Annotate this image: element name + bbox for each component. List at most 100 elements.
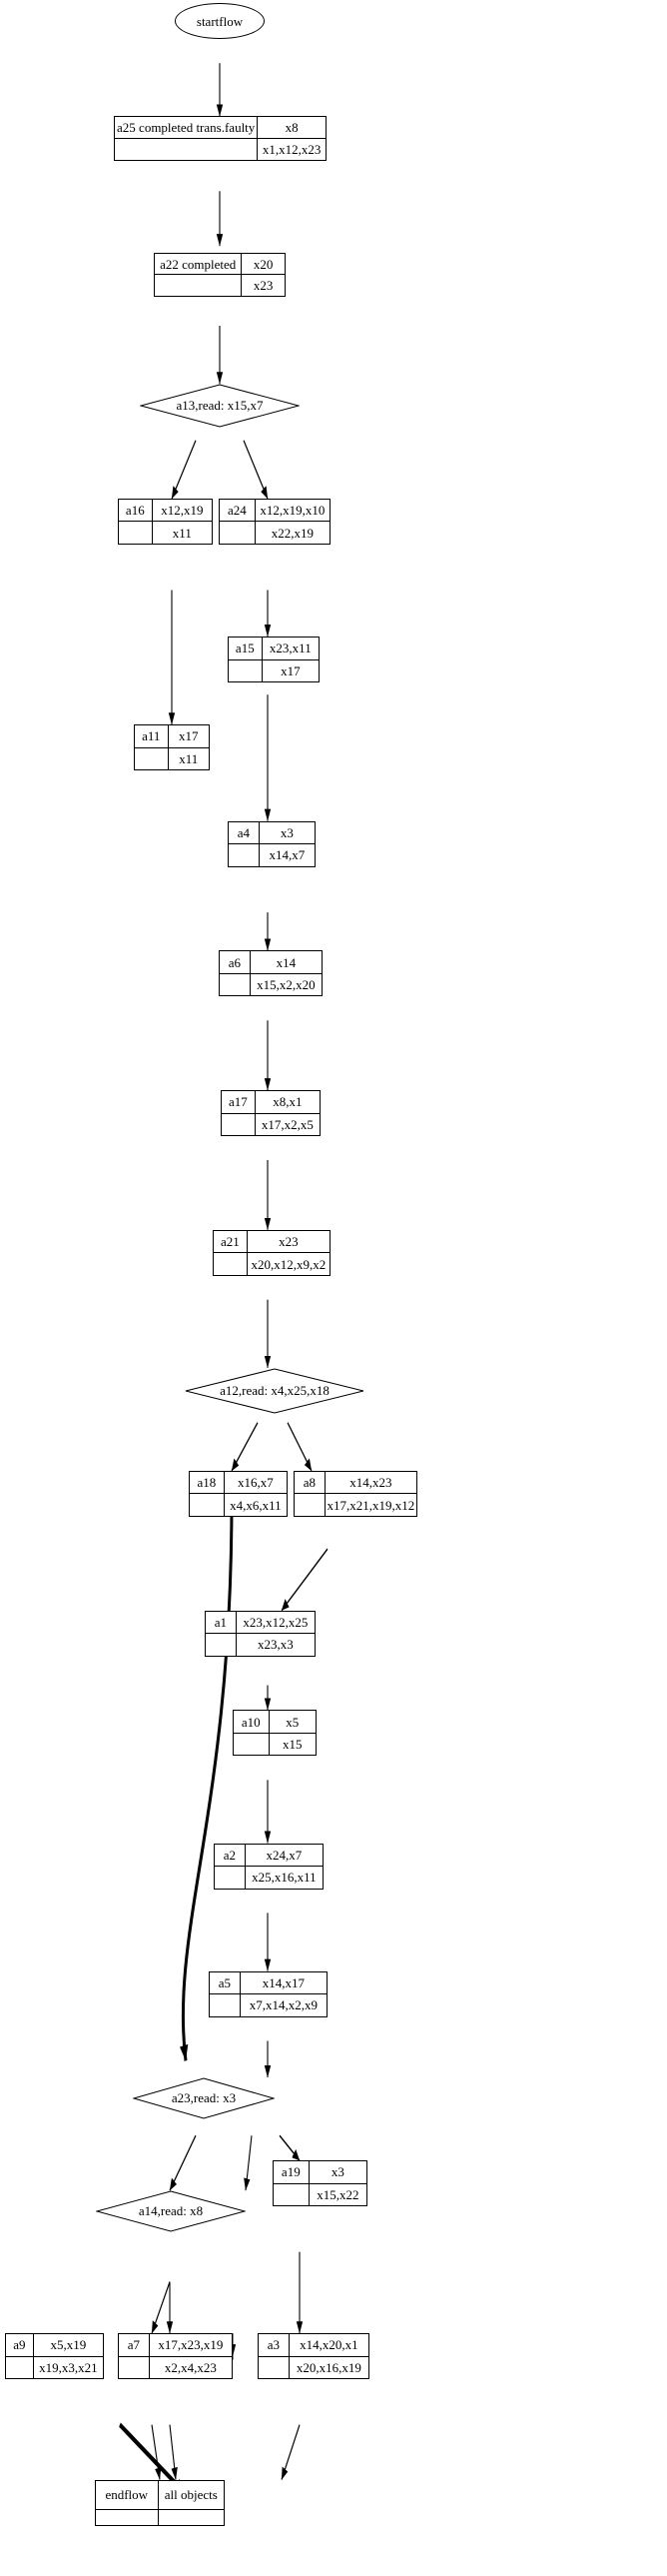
node-a8[interactable]: a8 x14,x23 x17,x21,x19,x12 bbox=[294, 1470, 417, 1517]
a16-inputs: x12,x19 bbox=[161, 503, 204, 519]
a6-outputs: x15,x2,x20 bbox=[257, 977, 316, 993]
a2-name: a2 bbox=[215, 1844, 246, 1867]
a7-blank bbox=[119, 2356, 150, 2379]
a17-inputs: x8,x1 bbox=[273, 1094, 303, 1110]
a9-blank bbox=[6, 2356, 34, 2379]
node-a1[interactable]: a1 x23,x12,x25 x23,x3 bbox=[205, 1610, 316, 1657]
a15-name: a15 bbox=[229, 638, 263, 659]
a13-label: a13,read: x15,x7 bbox=[176, 398, 264, 414]
a12-label: a12,read: x4,x25,x18 bbox=[220, 1382, 330, 1398]
node-a25[interactable]: a25 completed trans.faulty x8 x1,x12,x23 bbox=[114, 116, 327, 162]
a21-blank bbox=[214, 1253, 248, 1275]
a19-blank bbox=[274, 2183, 310, 2206]
node-a18[interactable]: a18 x16,x7 x4,x6,x11 bbox=[189, 1470, 288, 1517]
a25-name: a25 completed trans.faulty bbox=[115, 117, 259, 139]
node-a10[interactable]: a10 x5 x15 bbox=[233, 1710, 317, 1757]
node-a16[interactable]: a16 x12,x19 x11 bbox=[118, 498, 213, 545]
a2-inputs: x24,x7 bbox=[266, 1847, 303, 1863]
a11-blank bbox=[135, 747, 169, 770]
a15-blank bbox=[229, 659, 263, 681]
a1-blank bbox=[206, 1634, 237, 1656]
a24-blank bbox=[220, 522, 256, 544]
a24-outputs: x22,x19 bbox=[271, 525, 314, 541]
a1-outputs: x23,x3 bbox=[257, 1637, 294, 1653]
a22-name: a22 completed bbox=[155, 253, 243, 275]
a18-name: a18 bbox=[190, 1471, 225, 1494]
a3-blank bbox=[259, 2356, 290, 2379]
a24-name: a24 bbox=[220, 499, 256, 522]
node-endflow[interactable]: endflow all objects bbox=[95, 2479, 225, 2526]
a8-inputs: x14,x23 bbox=[349, 1475, 392, 1491]
a16-outputs: x11 bbox=[172, 525, 192, 541]
a6-blank bbox=[220, 973, 251, 996]
a25-inputs: x8 bbox=[285, 120, 299, 136]
a13-diamond-shape bbox=[139, 384, 301, 428]
a3-inputs: x14,x20,x1 bbox=[300, 2337, 358, 2353]
a23-diamond-shape bbox=[132, 2077, 276, 2119]
a11-inputs: x17 bbox=[179, 728, 199, 744]
a18-inputs: x16,x7 bbox=[237, 1475, 274, 1491]
node-a3[interactable]: a3 x14,x20,x1 x20,x16,x19 bbox=[258, 2333, 369, 2380]
a4-inputs: x3 bbox=[280, 824, 294, 840]
a9-outputs: x19,x3,x21 bbox=[39, 2359, 98, 2375]
a19-outputs: x15,x22 bbox=[317, 2186, 359, 2202]
a9-name: a9 bbox=[6, 2334, 34, 2356]
node-a24[interactable]: a24 x12,x19,x10 x22,x19 bbox=[219, 498, 331, 545]
endflow-blank-right bbox=[159, 2510, 224, 2525]
startflow-label: startflow bbox=[196, 13, 244, 29]
a23-label: a23,read: x3 bbox=[171, 2090, 237, 2106]
a5-blank bbox=[210, 1994, 241, 2016]
a21-outputs: x20,x12,x9,x2 bbox=[251, 1256, 327, 1272]
node-a6[interactable]: a6 x14 x15,x2,x20 bbox=[219, 950, 323, 997]
a19-name: a19 bbox=[274, 2161, 310, 2183]
a18-blank bbox=[190, 1494, 225, 1516]
a25-blank bbox=[115, 139, 259, 161]
node-a13[interactable]: a13,read: x15,x7 bbox=[139, 384, 301, 428]
node-a21[interactable]: a21 x23 x20,x12,x9,x2 bbox=[213, 1229, 331, 1276]
a11-outputs: x11 bbox=[179, 750, 199, 766]
node-a7[interactable]: a7 x17,x23,x19 x2,x4,x23 bbox=[118, 2333, 233, 2380]
node-a22[interactable]: a22 completed x20 x23 bbox=[154, 252, 286, 297]
a9-inputs: x5,x19 bbox=[50, 2337, 87, 2353]
a8-blank bbox=[295, 1494, 326, 1516]
a17-outputs: x17,x2,x5 bbox=[261, 1116, 314, 1132]
a14-label: a14,read: x8 bbox=[138, 2203, 204, 2219]
a16-blank bbox=[119, 522, 153, 544]
a8-name: a8 bbox=[295, 1471, 326, 1494]
a7-inputs: x17,x23,x19 bbox=[158, 2337, 224, 2353]
a5-name: a5 bbox=[210, 1971, 241, 1994]
node-startflow[interactable]: startflow bbox=[175, 3, 265, 40]
a14-diamond-shape bbox=[95, 2190, 247, 2232]
a24-inputs: x12,x19,x10 bbox=[260, 503, 326, 519]
a15-outputs: x17 bbox=[281, 662, 301, 678]
a1-inputs: x23,x12,x25 bbox=[243, 1614, 309, 1630]
endflow-blank-left bbox=[96, 2509, 159, 2525]
node-a17[interactable]: a17 x8,x1 x17,x2,x5 bbox=[221, 1090, 321, 1137]
a18-outputs: x4,x6,x11 bbox=[230, 1497, 282, 1513]
endflow-label: endflow bbox=[96, 2480, 159, 2509]
a6-inputs: x14 bbox=[276, 954, 297, 970]
node-a12[interactable]: a12,read: x4,x25,x18 bbox=[185, 1368, 364, 1414]
node-a14[interactable]: a14,read: x8 bbox=[95, 2190, 247, 2232]
a16-name: a16 bbox=[119, 499, 153, 522]
a10-blank bbox=[234, 1733, 270, 1756]
a4-blank bbox=[229, 844, 260, 866]
node-a2[interactable]: a2 x24,x7 x25,x16,x11 bbox=[214, 1843, 324, 1890]
node-a19[interactable]: a19 x3 x15,x22 bbox=[273, 2160, 367, 2207]
node-a11[interactable]: a11 x17 x11 bbox=[134, 724, 210, 771]
a4-outputs: x14,x7 bbox=[269, 847, 306, 863]
node-a4[interactable]: a4 x3 x14,x7 bbox=[228, 820, 316, 867]
node-a15[interactable]: a15 x23,x11 x17 bbox=[228, 637, 320, 682]
a25-outputs: x1,x12,x23 bbox=[262, 142, 322, 158]
a10-inputs: x5 bbox=[286, 1714, 300, 1730]
a19-inputs: x3 bbox=[331, 2164, 344, 2180]
a1-name: a1 bbox=[206, 1611, 237, 1634]
a22-blank bbox=[155, 275, 243, 296]
node-a5[interactable]: a5 x14,x17 x7,x14,x2,x9 bbox=[209, 1970, 328, 2017]
a2-blank bbox=[215, 1867, 246, 1889]
a17-name: a17 bbox=[222, 1091, 256, 1113]
a22-inputs: x20 bbox=[253, 256, 274, 272]
node-a23[interactable]: a23,read: x3 bbox=[132, 2077, 276, 2119]
a7-name: a7 bbox=[119, 2334, 150, 2356]
node-a9[interactable]: a9 x5,x19 x19,x3,x21 bbox=[5, 2333, 104, 2380]
